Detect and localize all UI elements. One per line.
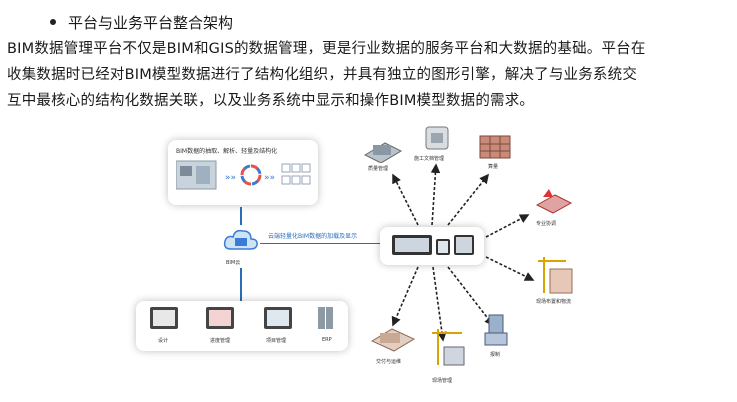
connector-line xyxy=(260,243,380,244)
site-management-icon xyxy=(432,329,465,366)
body-paragraph: BIM数据管理平台不仅是BIM和GIS的数据管理，更是行业数据的服务平台和大数据… xyxy=(7,36,732,114)
spoke-label: 报制 xyxy=(490,352,501,358)
cloud-icon xyxy=(223,229,258,250)
delivery-operations-icon xyxy=(370,328,416,352)
spoke-label: 交付与运维 xyxy=(376,359,402,365)
spoke-label: 专业协调 xyxy=(536,221,557,227)
section-heading: 平台与业务平台整合架构 xyxy=(50,10,233,34)
quantity-icon xyxy=(479,135,511,159)
paragraph-line: 收集数据时已经对BIM模型数据进行了结构化组织，并具有独立的图形引擎，解决了与业… xyxy=(7,67,638,83)
spoke-arrows xyxy=(391,163,535,342)
coordination-icon xyxy=(535,189,573,214)
business-apps-panel: 设计 进度管理 项目管理 ERP xyxy=(136,301,348,351)
business-app-icons xyxy=(150,307,333,329)
spoke-label: 现场管理 xyxy=(432,378,453,384)
extraction-panel: BIM数据的抽取、解析、轻量及结构化 »» »» xyxy=(168,140,318,205)
extraction-title: BIM数据的抽取、解析、轻量及结构化 xyxy=(176,148,278,155)
hub-panel xyxy=(380,227,484,265)
app-label-erp: ERP xyxy=(322,337,332,343)
paragraph-line: BIM数据管理平台不仅是BIM和GIS的数据管理，更是行业数据的服务平台和大数据… xyxy=(7,41,646,57)
spoke-label: 质量管理 xyxy=(368,166,389,172)
cloud-label: BIM云 xyxy=(226,260,241,266)
architecture-diagram: BIM数据的抽取、解析、轻量及结构化 »» »» BIM云 云端轻量化BIM数据… xyxy=(128,115,628,400)
fabrication-icon xyxy=(484,314,508,346)
spoke-label: 算量 xyxy=(488,164,499,170)
spoke-label: 施工文档管理 xyxy=(414,156,445,162)
document-icon xyxy=(425,126,449,150)
cloud-link-label: 云端轻量化BIM数据的加载及显示 xyxy=(268,233,358,240)
spoke-label: 现场布置和物流 xyxy=(536,299,572,305)
svg-text:»»: »» xyxy=(264,173,275,183)
quality-building-icon xyxy=(363,142,403,163)
app-label-project: 项目管理 xyxy=(266,338,287,344)
paragraph-line: 互中最核心的结构化数据关联，以及业务系统中显示和操作BIM模型数据的需求。 xyxy=(7,93,535,109)
devices-icon xyxy=(392,235,474,255)
site-layout-icon xyxy=(538,257,573,294)
svg-text:»»: »» xyxy=(225,173,236,183)
heading-text: 平台与业务平台整合架构 xyxy=(68,13,234,32)
connector-line xyxy=(240,207,242,225)
extraction-flow-icon: »» »» xyxy=(176,160,311,190)
connector-line xyxy=(240,268,242,301)
app-label-schedule: 进度管理 xyxy=(210,338,231,344)
app-label-design: 设计 xyxy=(158,338,169,344)
bullet-icon xyxy=(50,19,56,25)
